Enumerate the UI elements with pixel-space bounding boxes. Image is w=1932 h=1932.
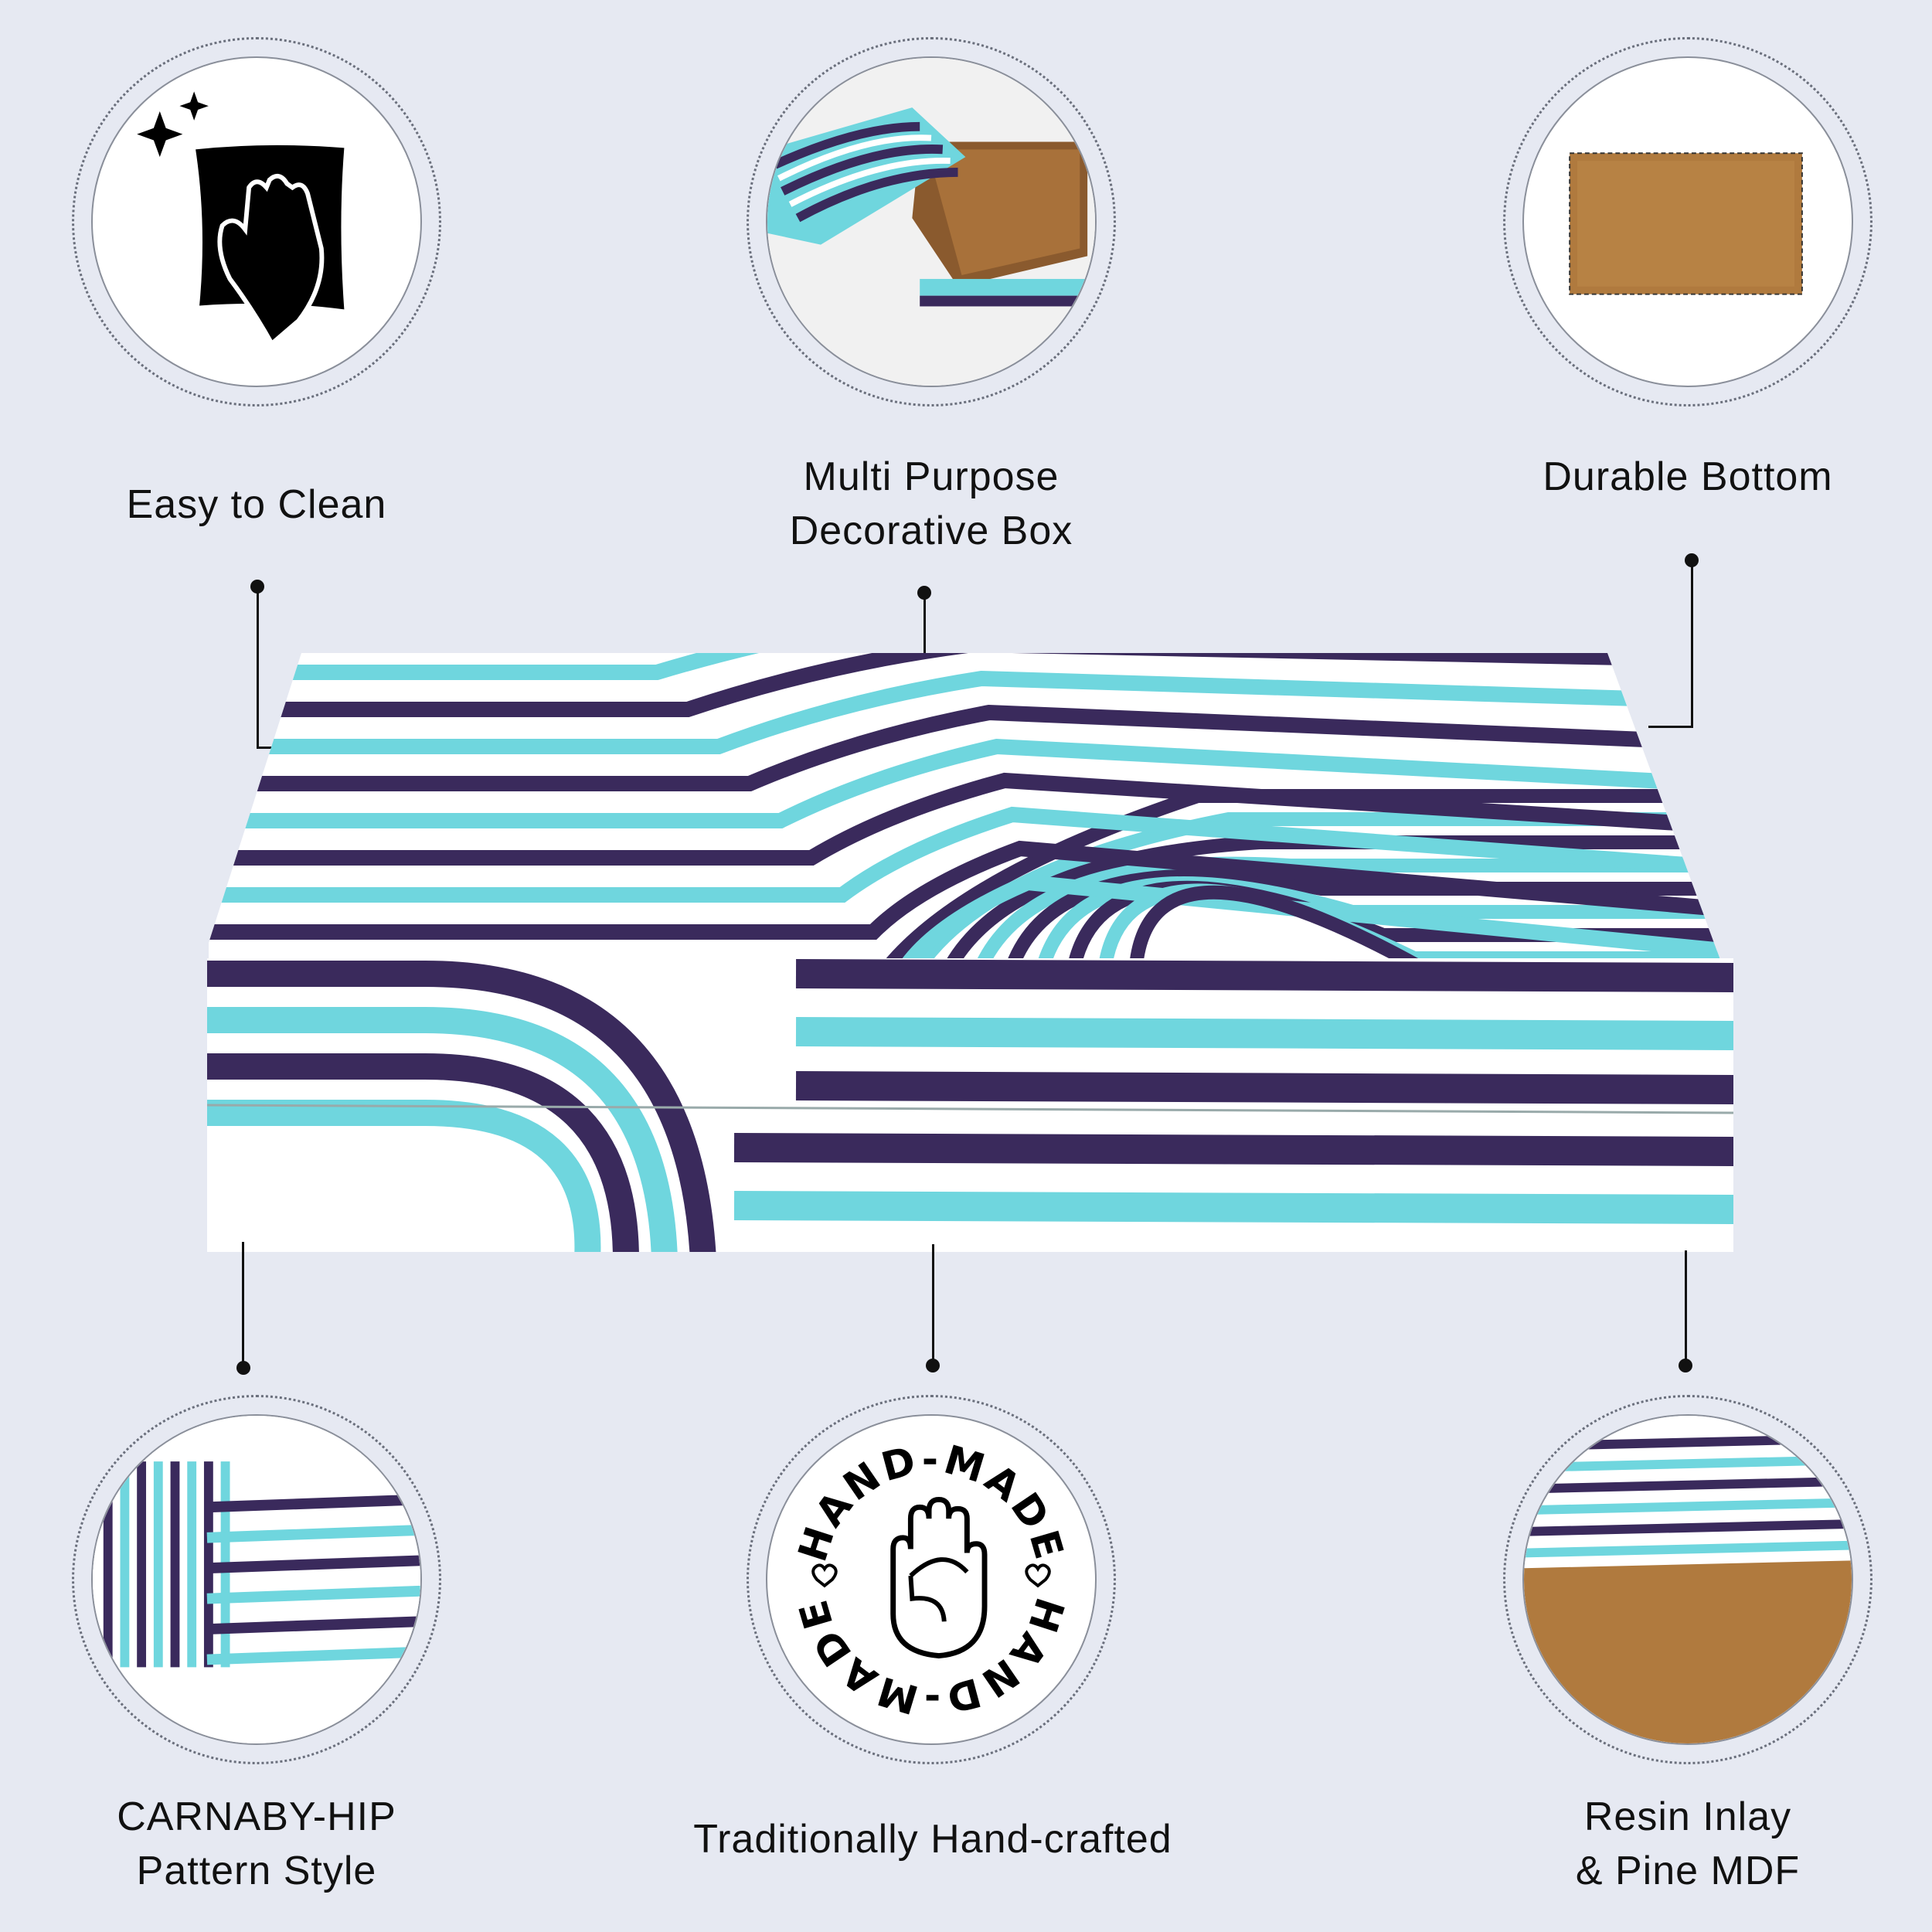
heart-icon (1025, 1563, 1051, 1588)
leader-dot (236, 1361, 250, 1375)
feature-materials-circle (1503, 1395, 1872, 1764)
leader-line (257, 587, 259, 749)
feature-label-durable-bottom: Durable Bottom (1417, 450, 1932, 504)
hand-made-badge-icon: HAND-MADE HAND-MADE (790, 1437, 1073, 1723)
leader-line (1648, 726, 1693, 728)
label-line: Traditionally Hand-crafted (693, 1817, 1172, 1862)
raised-hand-icon (890, 1497, 988, 1659)
feature-label-materials: Resin Inlay & Pine MDF (1417, 1790, 1932, 1898)
feature-label-multi-purpose: Multi Purpose Decorative Box (661, 450, 1202, 558)
feature-easy-to-clean-circle (72, 37, 441, 406)
label-line: CARNABY-HIP (117, 1794, 396, 1839)
striped-decorative-box-image (206, 653, 1734, 1252)
feature-multi-purpose-circle (747, 37, 1116, 406)
leader-line (932, 1244, 934, 1366)
feature-durable-bottom-circle (1503, 37, 1872, 406)
leader-line (923, 593, 926, 655)
label-line: Multi Purpose (803, 454, 1060, 499)
label-line: Durable Bottom (1543, 454, 1833, 499)
materials-closeup-photo (1524, 1416, 1852, 1743)
label-line: Decorative Box (789, 509, 1073, 553)
leader-dot (926, 1359, 940, 1372)
feature-hand-crafted-circle: HAND-MADE HAND-MADE (747, 1395, 1116, 1764)
cleaning-cloth-hand-icon (137, 91, 345, 348)
leader-line (1685, 1250, 1687, 1366)
feature-label-pattern-style: CARNABY-HIP Pattern Style (0, 1790, 527, 1898)
open-box-photo (767, 58, 1095, 386)
feature-label-easy-to-clean: Easy to Clean (0, 478, 527, 532)
label-line: Resin Inlay (1583, 1794, 1792, 1839)
leader-dot (1679, 1359, 1692, 1372)
leader-line (242, 1242, 244, 1368)
wooden-bottom-photo (1569, 152, 1803, 295)
heart-icon (811, 1563, 838, 1588)
feature-pattern-style-circle (72, 1395, 441, 1764)
pattern-closeup-photo (93, 1416, 420, 1743)
feature-label-hand-crafted: Traditionally Hand-crafted (662, 1812, 1203, 1866)
label-line: Pattern Style (136, 1849, 377, 1893)
label-line: Easy to Clean (126, 482, 387, 527)
label-line: & Pine MDF (1575, 1849, 1801, 1893)
leader-line (1691, 560, 1693, 728)
leader-line (257, 747, 275, 749)
